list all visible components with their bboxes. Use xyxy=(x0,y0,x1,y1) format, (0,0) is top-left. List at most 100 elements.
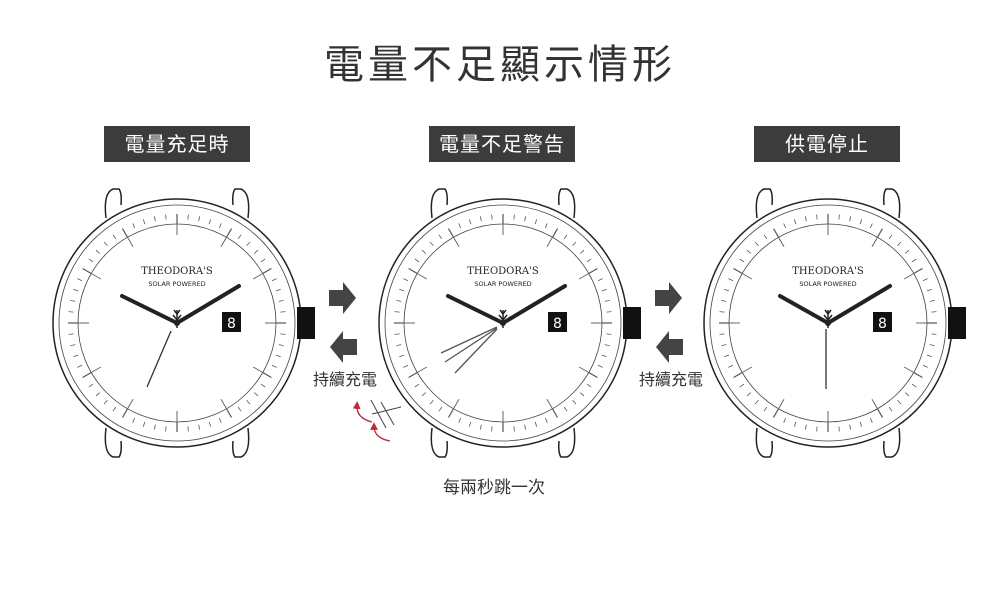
hour-tick xyxy=(121,228,129,238)
lug-bottom-left xyxy=(104,427,122,458)
minute-tick xyxy=(260,258,266,263)
dial-index xyxy=(91,366,102,373)
hour-tick xyxy=(262,267,272,275)
minute-tick xyxy=(73,354,79,358)
hour-hand xyxy=(120,294,179,325)
minute-tick xyxy=(73,288,79,292)
hour-tick xyxy=(225,228,233,238)
state-label-stopped: 供電停止 xyxy=(754,126,900,162)
minute-tick xyxy=(783,223,787,229)
minute-tick xyxy=(572,241,577,246)
arrow-left-icon xyxy=(330,331,357,363)
minute-tick xyxy=(112,406,117,412)
minute-tick xyxy=(421,249,426,254)
dial-index xyxy=(578,366,589,373)
minute-tick xyxy=(888,406,893,412)
minute-tick xyxy=(783,417,787,423)
watch-subtitle: SOLAR POWERED xyxy=(474,280,531,288)
minute-tick xyxy=(804,424,807,430)
minute-tick xyxy=(142,421,146,427)
minute-tick xyxy=(763,234,768,240)
minute-tick xyxy=(911,383,917,388)
minute-tick xyxy=(260,383,266,388)
charge-label-2: 持續充電 xyxy=(639,370,704,389)
minute-tick xyxy=(479,216,482,222)
minute-tick xyxy=(931,333,937,335)
watch-brand: THEODORA'S xyxy=(141,266,213,277)
dial-index xyxy=(127,398,134,409)
minute-tick xyxy=(754,241,759,246)
minute-tick xyxy=(468,219,472,225)
minute-tick xyxy=(544,417,548,423)
hour-tick xyxy=(876,228,884,238)
minute-tick xyxy=(403,278,409,282)
lug-bottom-right xyxy=(232,427,250,458)
minute-tick xyxy=(187,426,189,432)
dial-index xyxy=(127,237,134,248)
minute-tick xyxy=(414,383,420,388)
dial-index xyxy=(871,237,878,248)
minute-tick xyxy=(187,214,189,220)
lug-top-right xyxy=(232,188,250,219)
hour-tick xyxy=(733,371,743,379)
watch-crown xyxy=(623,307,641,339)
minute-tick xyxy=(68,311,74,313)
hour-tick xyxy=(82,371,92,379)
minute-tick xyxy=(897,400,902,405)
minute-tick xyxy=(604,344,610,347)
minute-tick xyxy=(926,354,932,358)
minute-tick xyxy=(601,354,607,358)
dial-index xyxy=(91,273,102,280)
minute-tick xyxy=(816,426,818,432)
minute-tick xyxy=(491,426,493,432)
hour-hand xyxy=(446,294,505,325)
minute-tick xyxy=(544,223,548,229)
minute-tick xyxy=(580,249,585,254)
minute-tick xyxy=(396,344,402,347)
minute-tick xyxy=(859,421,863,427)
dial-index xyxy=(220,237,227,248)
watch-bezel xyxy=(58,204,296,442)
minute-tick xyxy=(414,258,420,263)
minute-tick xyxy=(838,214,840,220)
dial-index xyxy=(742,366,753,373)
warning-note: 每兩秒跳一次 xyxy=(443,478,545,498)
hour-hand xyxy=(778,294,830,325)
minute-tick xyxy=(275,354,281,358)
watch-full-power: THEODORA'S SOLAR POWERED 8 xyxy=(52,188,315,458)
minute-tick xyxy=(218,417,222,423)
minute-tick xyxy=(572,400,577,405)
hour-tick xyxy=(408,371,418,379)
minute-tick xyxy=(606,333,612,335)
minute-tick xyxy=(421,392,426,397)
date-window xyxy=(873,312,892,332)
minute-tick xyxy=(859,219,863,225)
hour-tick xyxy=(588,267,598,275)
minute-tick xyxy=(838,426,840,432)
minute-tick xyxy=(280,311,286,313)
minute-tick xyxy=(77,364,83,368)
minute-tick xyxy=(719,333,725,335)
minute-tick xyxy=(103,241,108,246)
dial-index xyxy=(417,366,428,373)
minute-tick xyxy=(246,400,251,405)
minute-tick xyxy=(479,424,482,430)
minute-ticks xyxy=(68,214,286,432)
minute-tick xyxy=(721,344,727,347)
minute-tick xyxy=(926,288,932,292)
minute-tick xyxy=(897,241,902,246)
minute-tick xyxy=(905,249,910,254)
minute-tick xyxy=(165,214,167,220)
minute-tick xyxy=(586,258,592,263)
arrow-right-icon xyxy=(329,282,356,314)
minute-tick xyxy=(804,216,807,222)
date-number: 8 xyxy=(227,316,236,332)
minute-tick xyxy=(849,216,852,222)
minute-tick xyxy=(586,383,592,388)
dial-index xyxy=(903,273,914,280)
hour-tick xyxy=(876,408,884,418)
minute-hand xyxy=(826,284,892,325)
minute-tick xyxy=(739,383,745,388)
minute-tick xyxy=(132,417,136,423)
